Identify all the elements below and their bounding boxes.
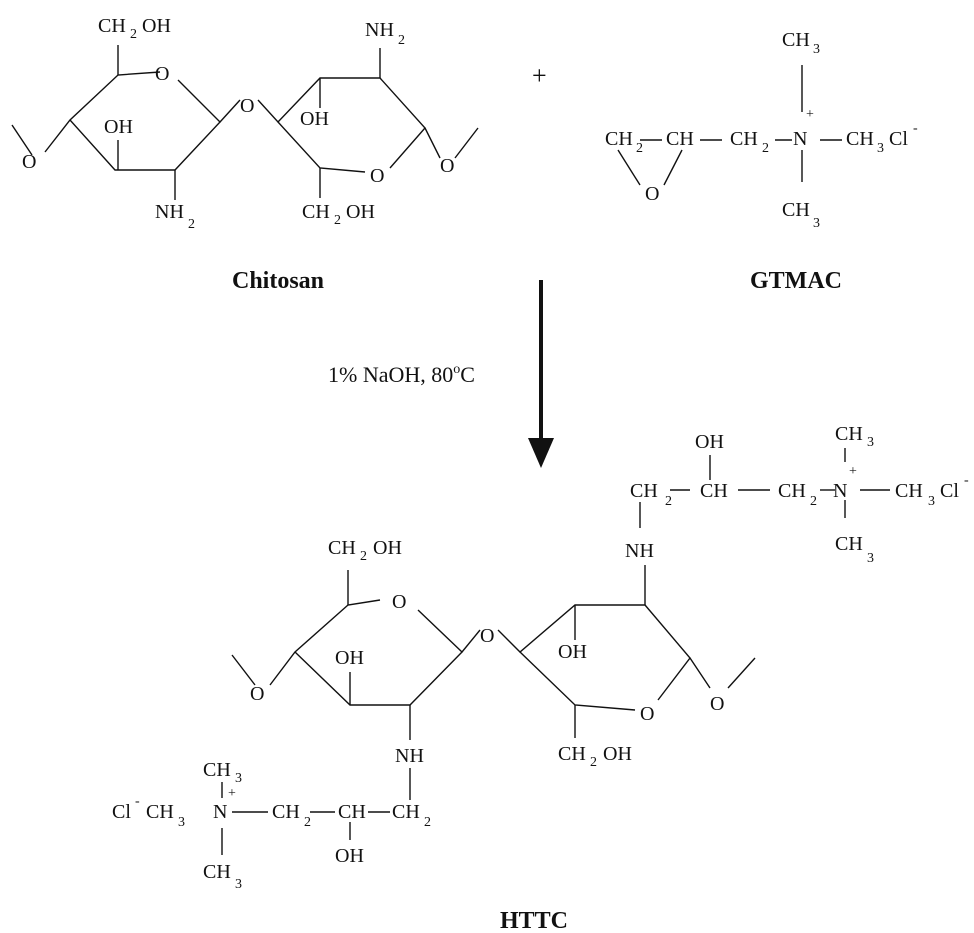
httc-ch3-top: CH xyxy=(835,423,863,445)
chitosan-o-right: O xyxy=(440,155,454,177)
httc-nh-bottom: NH xyxy=(395,745,424,767)
chitosan-nh2-top-sub: 2 xyxy=(398,33,405,48)
httc-glycosidic-o: O xyxy=(480,625,494,647)
httc-ch2oh-top-sub: 2 xyxy=(360,549,367,564)
chitosan-ch2oh-top-oh: OH xyxy=(142,15,171,37)
httc-ch2-c: CH xyxy=(272,801,300,823)
gtmac-ch2-sub: 2 xyxy=(762,141,769,156)
httc-ch2oh-bottom-oh: OH xyxy=(603,743,632,765)
gtmac-label: GTMAC xyxy=(750,268,842,294)
reaction-arrow xyxy=(528,280,554,468)
gtmac-structure: CH 2 CH CH 2 N + CH 3 Cl - CH 3 CH 3 O xyxy=(605,29,918,231)
httc-ch3-top-sub: 3 xyxy=(867,435,874,450)
httc-ch3-upper-sub: 3 xyxy=(235,771,242,786)
chitosan-oh-right: OH xyxy=(300,108,329,130)
httc-ch2-b-sub: 2 xyxy=(810,494,817,509)
gtmac-ch2: CH xyxy=(730,128,758,150)
httc-ch2-b: CH xyxy=(778,480,806,502)
chitosan-glycosidic-o: O xyxy=(240,95,254,117)
gtmac-n-charge: + xyxy=(806,107,814,122)
gtmac-ch2-epoxide: CH xyxy=(605,128,633,150)
reaction-conditions: 1% NaOH, 80oC xyxy=(328,362,475,387)
gtmac-ch3-top: CH xyxy=(782,29,810,51)
httc-ch2-c-sub: 2 xyxy=(304,815,311,830)
httc-oh-left: OH xyxy=(335,647,364,669)
httc-ch2-a-sub: 2 xyxy=(665,494,672,509)
chitosan-oh-left: OH xyxy=(104,116,133,138)
httc-oh-bottom: OH xyxy=(335,845,364,867)
gtmac-ch: CH xyxy=(666,128,694,150)
httc-ch2oh-bottom-sub: 2 xyxy=(590,755,597,770)
chitosan-nh2-top: NH xyxy=(365,19,394,41)
httc-ch2-d: CH xyxy=(392,801,420,823)
chitosan-nh2-bottom-sub: 2 xyxy=(188,217,195,232)
httc-n-top-charge: + xyxy=(849,464,857,479)
chitosan-ring-o-right: O xyxy=(370,165,384,187)
chitosan-nh2-bottom: NH xyxy=(155,201,184,223)
gtmac-ch3-right: CH xyxy=(846,128,874,150)
httc-n-bottom: N xyxy=(213,801,227,823)
httc-ch3-under-sub: 3 xyxy=(867,551,874,566)
gtmac-n: N xyxy=(793,128,807,150)
httc-cl-bottom: Cl xyxy=(112,801,131,823)
chitosan-ch2oh-top-sub: 2 xyxy=(130,27,137,42)
gtmac-cl: Cl xyxy=(889,128,908,150)
gtmac-ch3-top-sub: 3 xyxy=(813,42,820,57)
httc-cl-top: Cl xyxy=(940,480,959,502)
httc-ch-b: CH xyxy=(338,801,366,823)
httc-oh-right: OH xyxy=(558,641,587,663)
chitosan-ring-o-left: O xyxy=(155,63,169,85)
httc-oh-top: OH xyxy=(695,431,724,453)
chitosan-ch2oh-bottom-sub: 2 xyxy=(334,213,341,228)
chitosan-ch2oh-bottom-ch: CH xyxy=(302,201,330,223)
httc-ch3-left-sub: 3 xyxy=(178,815,185,830)
httc-cl-bottom-charge: - xyxy=(135,794,140,809)
chitosan-ch2oh-top-ch: CH xyxy=(98,15,126,37)
httc-ring-o-right: O xyxy=(640,703,654,725)
plus-sign: + xyxy=(532,61,547,90)
httc-ch2-a: CH xyxy=(630,480,658,502)
gtmac-ch3-bottom: CH xyxy=(782,199,810,221)
httc-ch-a: CH xyxy=(700,480,728,502)
httc-o-left: O xyxy=(250,683,264,705)
httc-ch3-upper: CH xyxy=(203,759,231,781)
httc-ch3-under: CH xyxy=(835,533,863,555)
httc-ch2oh-bottom-ch: CH xyxy=(558,743,586,765)
httc-o-right: O xyxy=(710,693,724,715)
chitosan-ch2oh-bottom-oh: OH xyxy=(346,201,375,223)
httc-ch3-lower: CH xyxy=(203,861,231,883)
httc-ch3-lower-sub: 3 xyxy=(235,877,242,892)
httc-n-bottom-charge: + xyxy=(228,786,236,801)
httc-cl-top-charge: - xyxy=(964,473,969,488)
gtmac-ch2-epoxide-sub: 2 xyxy=(636,141,643,156)
httc-ch3-left: CH xyxy=(146,801,174,823)
httc-nh-top: NH xyxy=(625,540,654,562)
chitosan-structure: O CH 2 OH O OH NH 2 O OH NH 2 O O CH 2 O… xyxy=(11,15,479,232)
chitosan-label: Chitosan xyxy=(232,268,324,294)
gtmac-ch3-bottom-sub: 3 xyxy=(813,216,820,231)
gtmac-ch3-right-sub: 3 xyxy=(877,141,884,156)
httc-ch3-right-sub: 3 xyxy=(928,494,935,509)
httc-ch2oh-top-ch: CH xyxy=(328,537,356,559)
gtmac-cl-charge: - xyxy=(913,121,918,136)
httc-ch2-d-sub: 2 xyxy=(424,815,431,830)
gtmac-epoxide-o: O xyxy=(645,183,659,205)
httc-ch2oh-top-oh: OH xyxy=(373,537,402,559)
httc-label: HTTC xyxy=(500,908,568,933)
httc-ch3-right: CH xyxy=(895,480,923,502)
httc-n-top: N xyxy=(833,480,847,502)
httc-structure: OH CH 2 CH CH 2 N + CH 3 Cl - CH 3 CH 3 … xyxy=(112,423,969,892)
chitosan-o-left: O xyxy=(22,151,36,173)
httc-ring-o-left: O xyxy=(392,591,406,613)
